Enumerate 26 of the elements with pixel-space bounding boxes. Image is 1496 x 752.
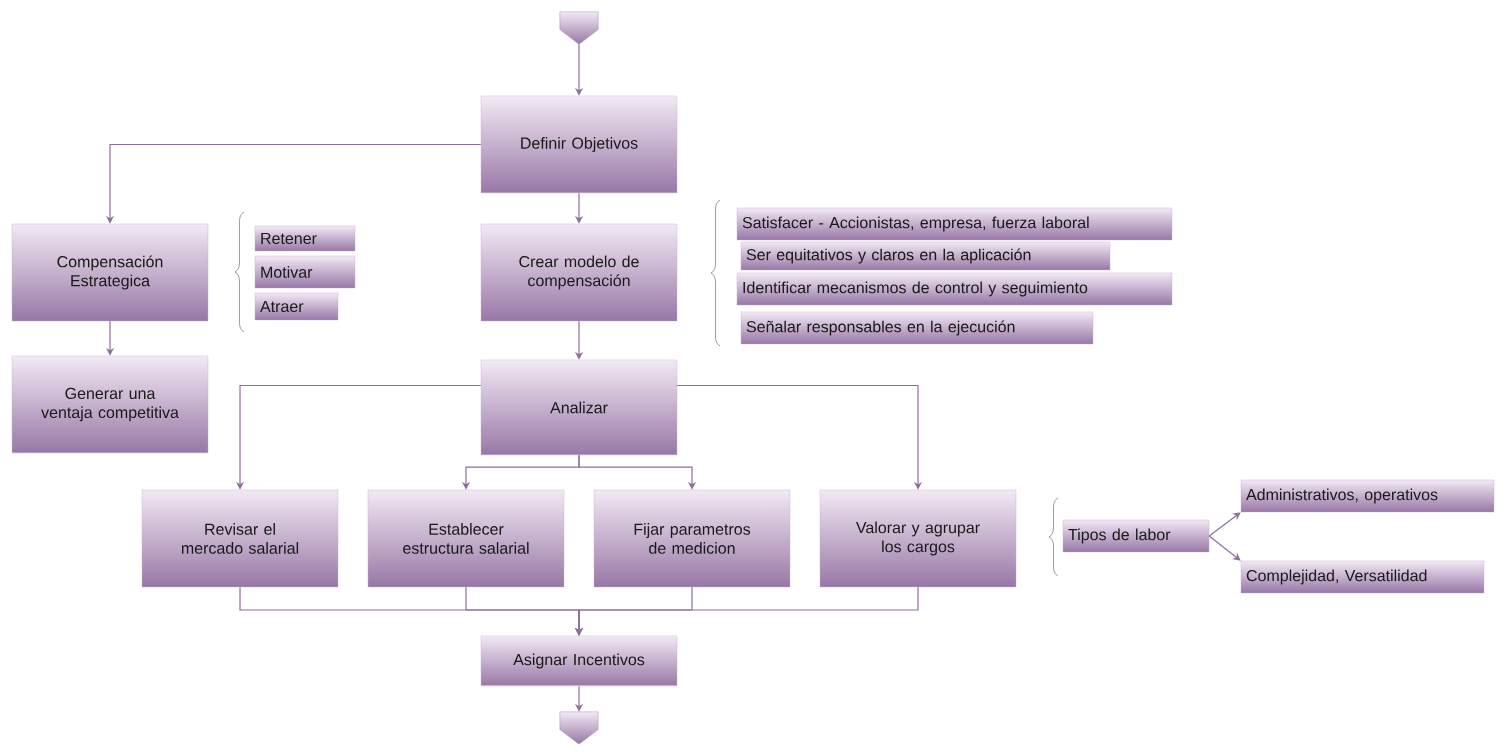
item-box: Administrativos, operativos [1240,479,1495,513]
item-box: Atraer [254,292,339,321]
process-box: Establecer estructura salarial [367,489,565,588]
pentagon-marker [559,11,599,45]
process-box: Valorar y agrupar los cargos [819,489,1017,588]
item-box: Satisfacer - Accionistas, empresa, fuerza laboral [736,207,1173,241]
process-box: Fijar parametros de medicion [593,489,791,588]
process-box: Definir Objetivos [480,95,678,194]
item-box: Identificar mecanismos de control y seguimiento [736,272,1173,306]
process-box: Generar una ventaja competitiva [11,355,209,454]
item-box: Señalar responsables en la ejecución [740,311,1094,345]
arrow [676,384,923,490]
process-box: Revisar el mercado salarial [141,489,339,588]
item-box: Retener [254,225,356,252]
item-box: Ser equitativos y claros en la aplicación [740,241,1111,271]
arrow [1208,512,1241,537]
item-box: Tipos de labor [1062,519,1210,553]
process-box: Compensación Estrategica [11,223,209,322]
item-box: Motivar [254,255,356,289]
arrow [1208,535,1241,561]
process-box: Asignar Incentivos [480,635,678,687]
item-box: Complejidad, Versatilidad [1240,560,1485,594]
pentagon-marker [559,711,599,745]
process-box: Analizar [480,359,678,456]
process-box: Crear modelo de compensación [480,223,678,322]
arrow [578,454,697,490]
